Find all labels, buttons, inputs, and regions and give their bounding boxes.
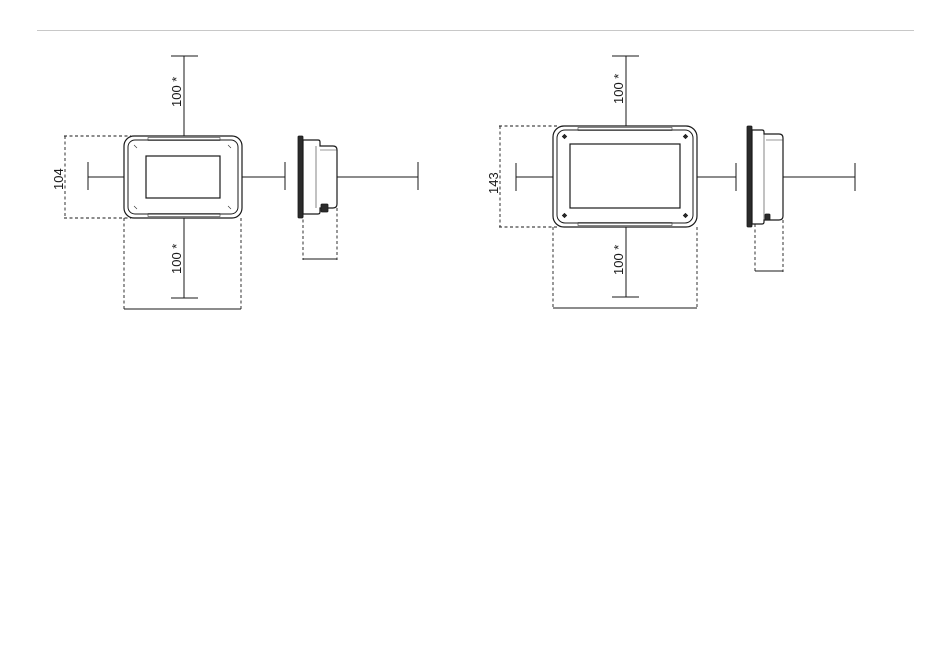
drawing-small: 100 * 104 <box>51 56 418 310</box>
top-clearance-label-large: 100 * <box>611 74 626 104</box>
side-view-large <box>747 126 855 272</box>
side-view-small <box>298 136 418 260</box>
drawing-large: 100 * 143 100 * <box>486 56 855 309</box>
height-label-large: 143 <box>486 172 501 194</box>
front-view-small: 100 * 104 <box>51 56 285 310</box>
front-view-large: 100 * 143 100 * <box>486 56 736 309</box>
bottom-clearance-label-large: 100 * <box>611 245 626 275</box>
height-label-small: 104 <box>51 168 66 190</box>
bottom-clearance-label-small: 100 * <box>169 244 184 274</box>
top-clearance-label-small: 100 * <box>169 77 184 107</box>
